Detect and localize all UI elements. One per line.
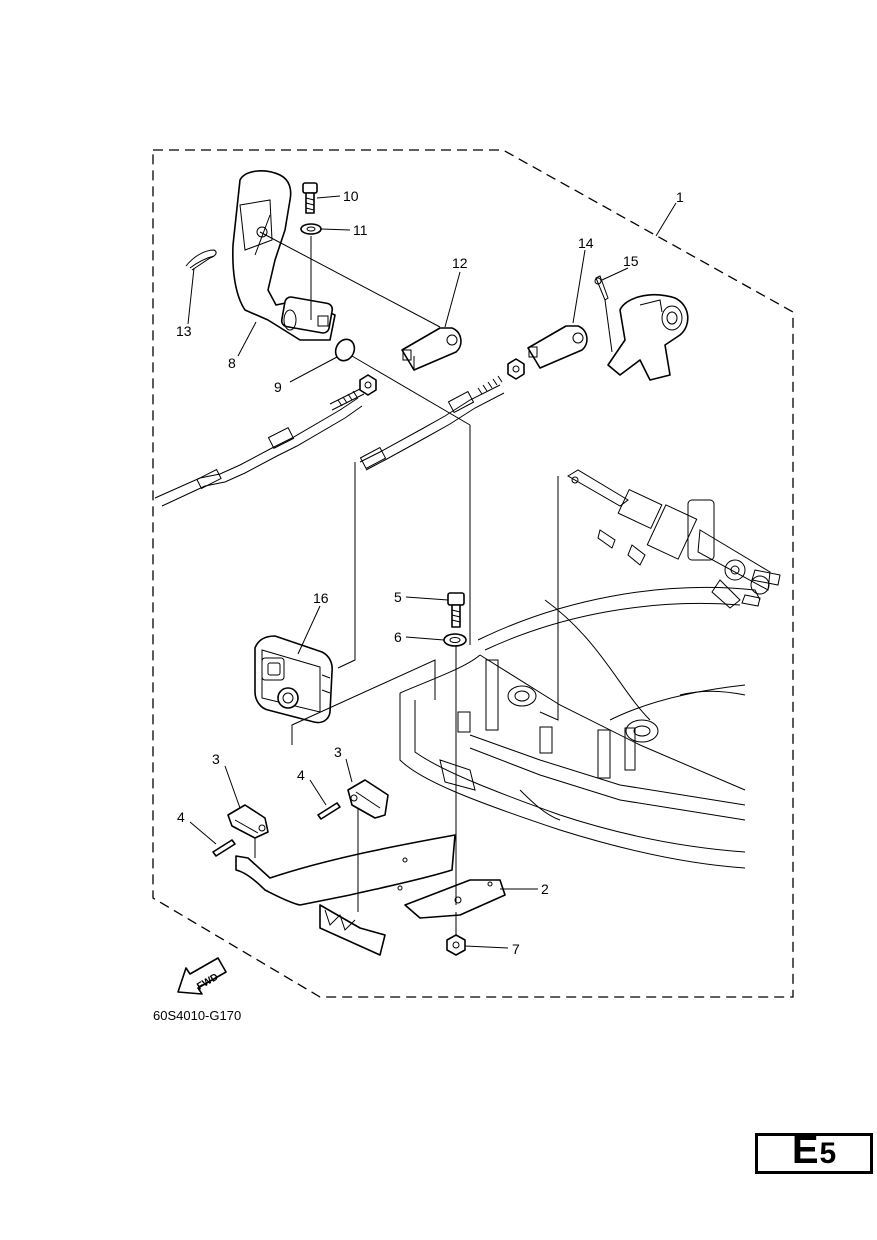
callout-4-right: 4 xyxy=(297,767,305,783)
part-3-clip-left xyxy=(227,804,269,839)
part-2-bracket xyxy=(235,834,506,956)
part-8-shift-lever xyxy=(232,170,336,341)
callout-14: 14 xyxy=(578,235,594,251)
part-9-o-ring xyxy=(334,338,356,362)
callout-12: 12 xyxy=(452,255,468,271)
bottom-cowling xyxy=(399,586,761,869)
drawing-code: 60S4010-G170 xyxy=(153,1008,242,1023)
callout-2: 2 xyxy=(541,881,549,897)
callout-1: 1 xyxy=(676,189,684,205)
callout-5: 5 xyxy=(394,589,402,605)
callout-leaders xyxy=(187,195,677,949)
callout-9: 9 xyxy=(274,379,282,395)
callout-4-left: 4 xyxy=(177,809,185,825)
part-10-bolt xyxy=(302,182,318,214)
page-badge-letter: E xyxy=(791,1128,819,1172)
callout-3-left: 3 xyxy=(212,751,220,767)
assembly-guide-lines xyxy=(254,231,613,936)
callout-8: 8 xyxy=(228,355,236,371)
part-11-washer xyxy=(300,223,322,235)
nut-12 xyxy=(359,374,377,396)
part-16-shift-panel xyxy=(254,635,333,724)
callout-3-right: 3 xyxy=(334,744,342,760)
callout-labels: 1 2 3 3 4 4 5 6 7 8 9 10 11 12 13 14 15 … xyxy=(176,188,684,957)
part-15-clip xyxy=(594,275,609,301)
callout-13: 13 xyxy=(176,323,192,339)
part-14-cable-joint xyxy=(527,325,588,369)
callout-11: 11 xyxy=(353,222,368,238)
shift-cable xyxy=(154,387,365,507)
throttle-cable xyxy=(359,375,505,471)
throttle-lever-bracket xyxy=(607,294,689,381)
part-4-pin-left xyxy=(212,839,236,857)
assembly-boundary xyxy=(152,149,794,998)
fwd-direction-arrow: FWD xyxy=(177,957,227,995)
shift-linkage-assembly xyxy=(567,469,781,609)
part-12-cable-joint xyxy=(401,327,462,371)
callout-10: 10 xyxy=(343,188,359,204)
part-7-nut xyxy=(446,934,466,956)
part-4-pin-right xyxy=(317,802,341,820)
callout-6: 6 xyxy=(394,629,402,645)
cable-thread xyxy=(337,390,358,407)
part-6-washer xyxy=(443,633,467,647)
part-5-bolt xyxy=(447,592,465,628)
callout-16: 16 xyxy=(313,590,329,606)
callout-15: 15 xyxy=(623,253,639,269)
part-13-clip xyxy=(185,249,217,271)
page-badge-number: 5 xyxy=(819,1137,837,1170)
part-3-clip-right xyxy=(347,779,389,819)
cable-thread xyxy=(477,375,503,395)
nut-14 xyxy=(507,358,525,380)
callout-7: 7 xyxy=(512,941,520,957)
